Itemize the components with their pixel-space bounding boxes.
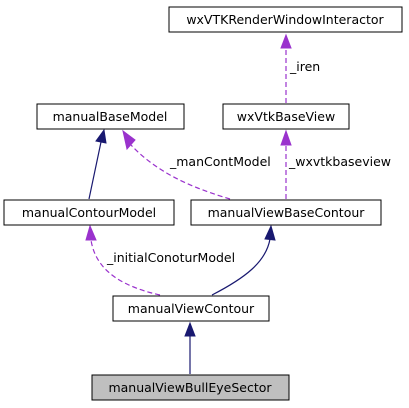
node-manual-contour-model[interactable]: manualContourModel [3,199,175,226]
edge-wxvtkbaseview [280,129,292,199]
node-label: manualViewBullEyeSector [108,380,272,395]
node-wx-vtk-base-view[interactable]: wxVtkBaseView [222,103,350,130]
edge-label-initial-conotur-model: _initialConoturModel [106,250,235,265]
edge-inherit-view-contour [184,321,196,374]
node-label: manualContourModel [22,205,156,220]
node-manual-view-base-contour[interactable]: manualViewBaseContour [190,199,382,226]
edge-label-man-cont-model: _manContModel [169,154,271,169]
edge-man-cont-model [122,129,231,200]
node-label: wxVtkBaseView [237,109,335,124]
edge-initial-conotur-model [85,224,161,296]
edge-inherit-view-base-contour [211,224,276,296]
node-manual-base-model[interactable]: manualBaseModel [36,103,185,130]
edge-label-iren: _iren [289,59,320,74]
node-label: manualViewContour [128,301,255,316]
edge-label-wxvtkbaseview: _wxvtkbaseview [288,154,391,169]
node-wxvtk-render-window-interactor[interactable]: wxVTKRenderWindowInteractor [168,6,403,33]
node-manual-view-bull-eye-sector[interactable]: manualViewBullEyeSector [91,374,290,401]
edge-inherit-base-model [88,128,107,200]
edge-iren [280,33,292,103]
node-label: wxVTKRenderWindowInteractor [186,12,384,27]
node-manual-view-contour[interactable]: manualViewContour [112,295,270,322]
node-label: manualViewBaseContour [208,205,366,220]
node-label: manualBaseModel [53,109,168,124]
